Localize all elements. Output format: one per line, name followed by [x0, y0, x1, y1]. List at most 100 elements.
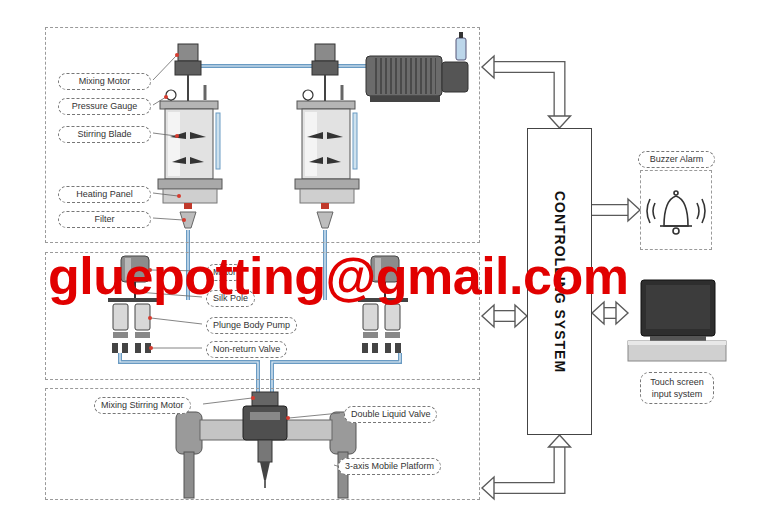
callout-dots: [175, 134, 179, 138]
mobile-platform: [243, 406, 287, 440]
part-label: Mixing Stirring Motor: [101, 400, 184, 410]
part-callout: Plunge Body Pump: [206, 317, 297, 334]
part-label: Double Liquid Valve: [351, 409, 430, 419]
callout-dots: [149, 346, 153, 350]
mobile-platform: [264, 480, 266, 488]
leader-lines: [152, 348, 202, 349]
callout-dots: [182, 218, 186, 222]
label-pill: Buzzer Alarm: [638, 151, 715, 168]
label-pill: Touch screen input system: [640, 372, 714, 404]
arrow-head: [549, 116, 571, 128]
vacuum-pump: [372, 58, 436, 94]
part-label: Stirring Blade: [77, 129, 131, 139]
pipe-highlight: [120, 353, 258, 402]
vacuum-pump: [366, 32, 468, 102]
arrow-shaft: [603, 307, 617, 319]
arrow-shaft: [603, 308, 617, 317]
bell-icon: [702, 199, 705, 223]
arrow-shaft: [493, 67, 560, 117]
arrow-shaft: [493, 446, 560, 488]
blue-pipes: [120, 353, 258, 402]
part-callout: 3-axis Mobile Platform: [338, 458, 441, 475]
part-callout: Pressure Gauge: [58, 98, 151, 115]
part-label: Plunge Body Pump: [213, 320, 290, 330]
block-arrow: [482, 56, 571, 128]
bell-icon: [673, 228, 679, 234]
blue-pipes: [200, 64, 368, 68]
vacuum-pump: [459, 32, 463, 38]
part-callout: Heating Panel: [58, 186, 151, 203]
callout-dots: [177, 194, 181, 198]
monitor-icon: [646, 285, 710, 329]
arrow-head: [482, 305, 494, 327]
vacuum-pump: [456, 38, 466, 60]
monitor-icon: [628, 280, 726, 361]
bell-icon: [674, 191, 678, 195]
callout-dots: [164, 95, 168, 99]
arrow-shaft: [493, 67, 560, 117]
leader-lines: [153, 97, 166, 105]
part-callout: Filter: [58, 211, 151, 228]
callout-dots: [251, 396, 255, 400]
leader-lines: [151, 318, 202, 324]
part-label: Touch screen input system: [650, 377, 704, 399]
block-arrow: [592, 199, 640, 221]
mobile-platform: [260, 462, 270, 480]
block-arrow: [482, 435, 571, 499]
monitor-icon: [628, 341, 726, 361]
blue-pipes: [120, 66, 400, 402]
arrow-shaft: [493, 310, 516, 322]
part-label: Mixing Motor: [79, 76, 131, 86]
dispensing-head-zone: Mixing Stirring MotorDouble Liquid Valve…: [45, 388, 480, 500]
leader-lines: [153, 193, 178, 196]
bell-icon: [660, 225, 692, 227]
pipe-highlight: [272, 353, 400, 402]
arrow-head: [482, 477, 494, 499]
part-callout: Stirring Blade: [58, 126, 151, 143]
arrow-shaft: [592, 204, 629, 216]
part-label: Non-return Valve: [213, 344, 280, 354]
pipe-highlight: [200, 65, 368, 66]
part-callout: Mixing Motor: [58, 73, 151, 90]
arrow-head: [616, 302, 628, 324]
block-arrow: [482, 305, 527, 327]
block-arrow: [592, 302, 628, 324]
bell-icon: [647, 191, 705, 234]
bell-icon: [653, 203, 655, 219]
pipe-highlight: [120, 66, 400, 402]
callout-dots: [175, 53, 179, 57]
arrow-head: [482, 56, 494, 78]
part-label: Pressure Gauge: [72, 101, 138, 111]
monitor-icon: [650, 336, 706, 341]
mobile-platform: [258, 440, 272, 462]
touch-screen: Touch screen input system: [628, 278, 726, 362]
leader-lines: [203, 398, 252, 404]
mixing-tank: [158, 44, 222, 228]
mixing-tank: [295, 44, 359, 228]
arrow-shaft: [493, 446, 560, 488]
mobile-platform: [250, 412, 280, 420]
watermark: gluepotting@gmail.com: [48, 246, 628, 306]
part-callout: Mixing Stirring Motor: [94, 397, 191, 414]
vacuum-pump: [366, 56, 442, 96]
part-callout: Double Liquid Valve: [344, 406, 437, 423]
mobile-platform: [184, 452, 194, 498]
leader-lines: [153, 133, 176, 136]
alarm-box: Buzzer Alarm: [640, 170, 712, 250]
bell-icon: [664, 196, 688, 226]
monitor-icon: [628, 341, 726, 345]
arrow-shaft: [493, 311, 516, 320]
leader-lines: [153, 218, 183, 220]
part-label: 3-axis Mobile Platform: [345, 461, 434, 471]
monitor-icon: [641, 280, 715, 336]
arrow-shaft: [592, 205, 629, 214]
part-label: Heating Panel: [76, 189, 133, 199]
callout-dots: [286, 416, 290, 420]
arrow-head: [628, 199, 640, 221]
leader-lines: [153, 56, 176, 80]
mobile-platform: [176, 412, 202, 454]
bell-icon: [697, 203, 699, 219]
mobile-platform: [252, 392, 278, 406]
part-callout: Non-return Valve: [206, 341, 287, 358]
